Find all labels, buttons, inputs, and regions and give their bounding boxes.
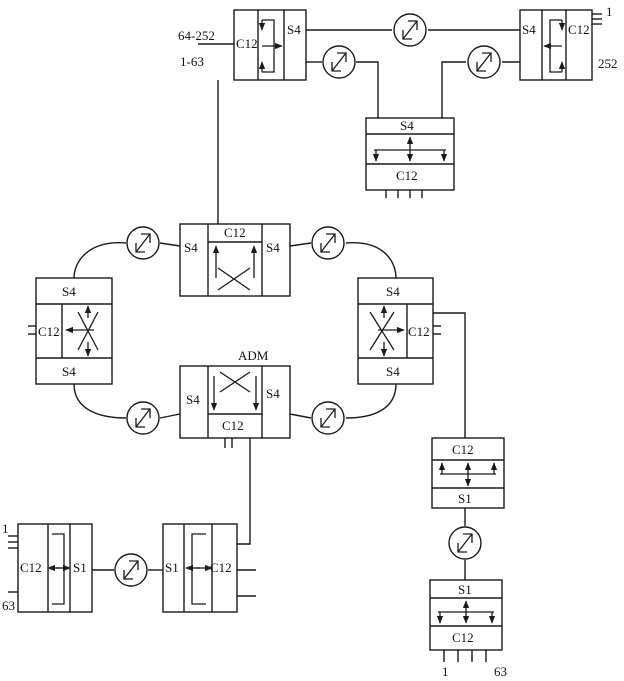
amplifier-top-right [467,45,501,79]
label-port-63: 63 [494,664,507,679]
label-s1: S1 [73,560,87,575]
label-c12: C12 [408,324,430,339]
label-s4: S4 [184,240,198,255]
optical-amplifiers [114,13,501,587]
amplifier-top-left [322,45,356,79]
amplifier-bottom-left [114,553,148,587]
label-s4: S4 [266,240,280,255]
label-s4: S4 [400,118,414,133]
label-c12: C12 [236,36,258,51]
label-range-high: 64-252 [178,28,215,43]
label-c12: C12 [568,22,590,37]
label-s1: S1 [165,560,179,575]
label-c12: C12 [396,168,418,183]
amplifier-top-center [393,13,427,47]
label-port-252: 252 [598,56,618,71]
label-c12: C12 [210,560,232,575]
label-s4: S4 [287,22,301,37]
label-s1: S1 [458,491,472,506]
label-c12: C12 [452,630,474,645]
label-c12: C12 [224,225,246,240]
node-ring-right: S4 S4 C12 [357,277,441,385]
label-port-1: 1 [2,521,9,536]
label-c12: C12 [222,418,244,433]
label-c12: C12 [452,442,474,457]
label-port-63: 63 [2,598,15,613]
label-s4: S4 [62,364,76,379]
node-ring-left: S4 S4 C12 [28,277,113,385]
label-s4: S4 [522,22,536,37]
node-bottom-left-b: S1 C12 [162,523,256,613]
amplifier-right-chain [448,526,482,560]
label-range-low: 1-63 [180,54,204,69]
connection-lines [73,29,520,580]
node-top-right: S4 C12 1 252 [519,4,618,81]
label-s4: S4 [186,392,200,407]
label-c12: C12 [20,560,42,575]
amplifier-ring-top-left [126,226,160,260]
label-c12: C12 [38,324,60,339]
label-s1: S1 [458,582,472,597]
amplifier-ring-top-right [311,226,345,260]
label-adm: ADM [238,348,269,363]
label-s4: S4 [386,364,400,379]
label-port-1: 1 [442,664,449,679]
node-top-left: S4 C12 64-252 1-63 [178,9,307,81]
label-s4: S4 [62,284,76,299]
node-top-middle: S4 C12 [365,117,455,198]
node-right-chain-upper: C12 S1 [431,437,505,509]
node-right-chain-lower: S1 C12 1 63 [429,579,507,679]
amplifier-ring-bottom-right [311,401,345,435]
label-port-1: 1 [606,4,613,19]
node-adm: ADM S4 S4 C12 [179,348,291,439]
label-s4: S4 [386,284,400,299]
amplifier-ring-bottom-left [126,401,160,435]
node-bottom-left-a: C12 S1 1 63 [2,521,93,613]
label-s4: S4 [266,386,280,401]
node-ring-top: S4 S4 C12 [179,223,291,297]
